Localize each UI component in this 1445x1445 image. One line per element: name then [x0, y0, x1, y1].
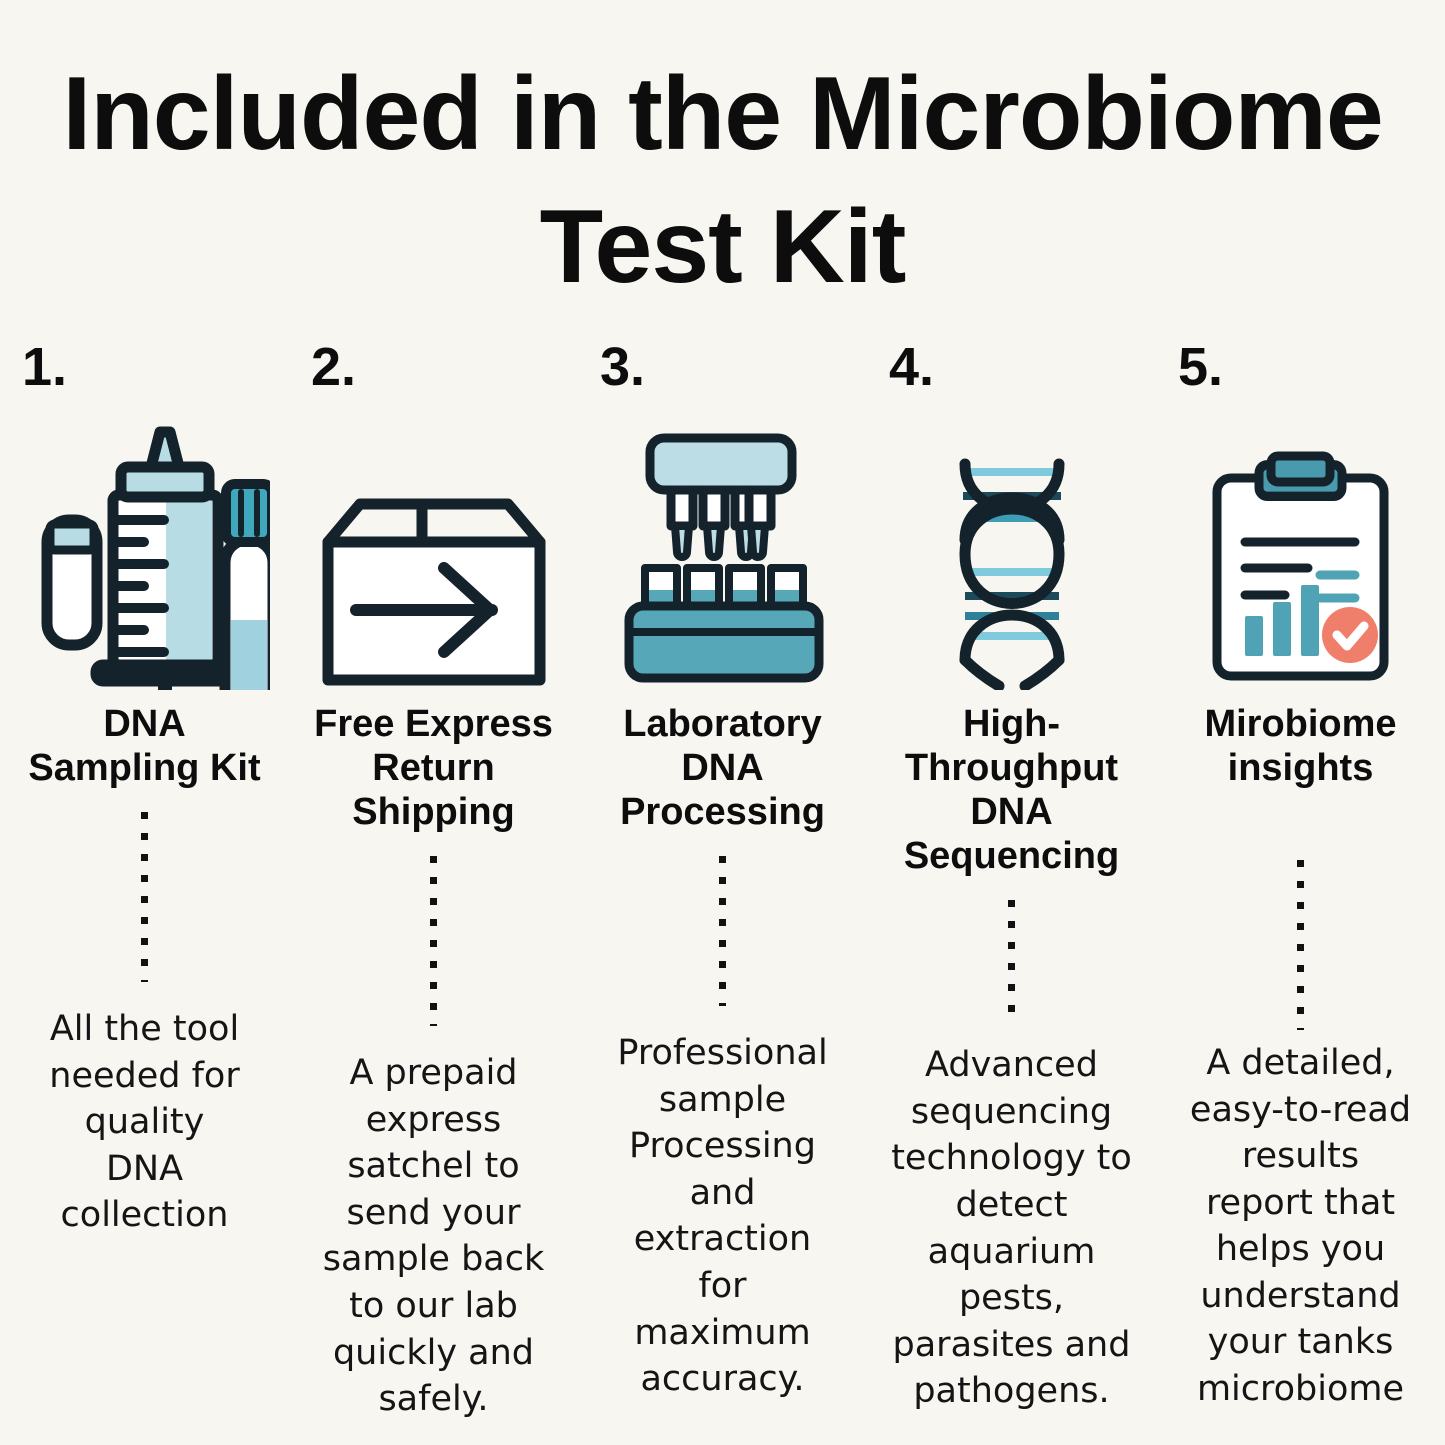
step-heading-2: Free Express Return Shipping: [314, 703, 553, 834]
dna-helix-icon: [875, 400, 1148, 690]
step-description-5: A detailed, easy-to-read results report …: [1189, 1043, 1412, 1409]
dotted-divider-4: [1008, 900, 1015, 1021]
step-number-5: 5.: [1178, 337, 1224, 397]
step-item-2: 2. Free Express Return Shipping A prepai…: [289, 340, 578, 1445]
step-number-2: 2.: [311, 337, 357, 397]
dna-sampling-kit-icon: [8, 400, 281, 690]
step-description-2: A prepaid express satchel to send your s…: [322, 1053, 545, 1420]
step-number-3: 3.: [600, 337, 646, 397]
step-item-4: 4.: [867, 340, 1156, 1445]
step-heading-3: Laboratory DNA Processing: [620, 703, 825, 834]
dotted-divider-3: [719, 856, 726, 1007]
step-heading-5: Mirobiome insights: [1204, 703, 1397, 790]
step-number-4: 4.: [889, 337, 935, 397]
step-item-5: 5.: [1156, 340, 1445, 1445]
dotted-divider-2: [430, 856, 437, 1027]
step-description-4: Advanced sequencing technology to detect…: [891, 1045, 1132, 1412]
step-number-1: 1.: [22, 337, 68, 397]
dotted-divider-5: [1297, 860, 1304, 1031]
shipping-box-arrow-icon: [297, 400, 570, 690]
step-item-1: 1.: [0, 340, 289, 1445]
page-title: Included in the Microbiome Test Kit: [62, 56, 1383, 306]
step-description-3: Professional sample Processing and extra…: [617, 1033, 828, 1400]
step-item-3: 3.: [578, 340, 867, 1445]
multichannel-pipette-rack-icon: [586, 400, 859, 690]
step-description-1: All the tool needed for quality DNA coll…: [49, 1009, 240, 1236]
step-heading-4: High- Throughput DNA Sequencing: [903, 703, 1120, 878]
clipboard-report-icon: [1164, 400, 1437, 690]
dotted-divider-1: [141, 812, 148, 983]
step-heading-1: DNA Sampling Kit: [28, 703, 261, 790]
steps-row: 1.: [0, 340, 1445, 1445]
